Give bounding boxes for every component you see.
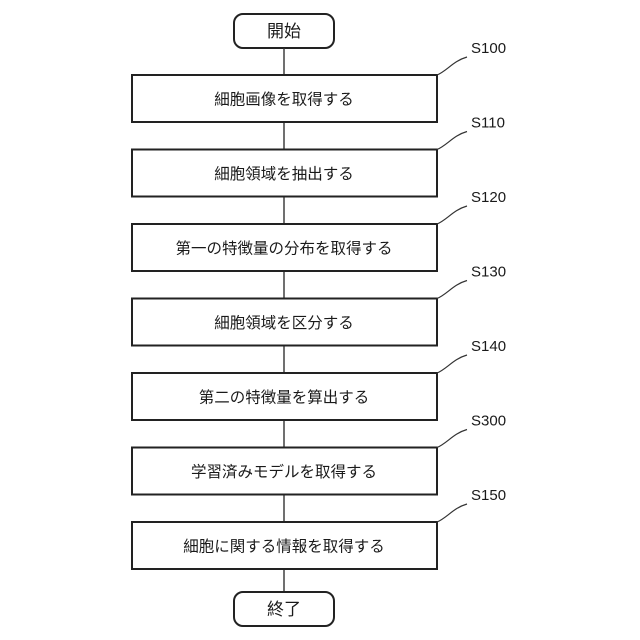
process-step-s100: 細胞画像を取得する S100: [132, 40, 506, 122]
process-step-text: 細胞領域を区分する: [214, 314, 354, 332]
step-leader-line: [437, 281, 467, 299]
process-step-s150: 細胞に関する情報を取得する S150: [132, 487, 506, 569]
step-leader-line: [437, 504, 467, 522]
start-terminal-label: 開始: [267, 22, 301, 42]
step-id-label: S150: [471, 487, 506, 504]
step-id-label: S100: [471, 40, 506, 57]
process-step-s120: 第一の特徴量の分布を取得する S120: [132, 189, 506, 271]
process-step-text: 細胞領域を抽出する: [214, 165, 354, 183]
process-steps: 細胞画像を取得する S100 細胞領域を抽出する S110 第一の特徴量の分布を取得する…: [132, 40, 506, 569]
process-step-text: 細胞に関する情報を取得する: [183, 538, 385, 556]
step-leader-line: [437, 430, 467, 448]
process-step-s110: 細胞領域を抽出する S110: [132, 115, 505, 197]
process-step-text: 学習済みモデルを取得する: [191, 462, 377, 481]
start-terminal: 開始: [234, 14, 334, 48]
end-terminal-label: 終了: [267, 600, 301, 620]
process-step-s140: 第二の特徴量を算出する S140: [132, 338, 506, 420]
process-step-text: 細胞画像を取得する: [214, 91, 354, 109]
step-leader-line: [437, 206, 467, 224]
step-id-label: S140: [471, 338, 506, 355]
process-step-s130: 細胞領域を区分する S130: [132, 264, 506, 346]
process-step-s300: 学習済みモデルを取得する S300: [132, 413, 506, 495]
process-step-text: 第二の特徴量を算出する: [199, 388, 370, 407]
step-id-label: S130: [471, 264, 506, 281]
step-id-label: S120: [471, 189, 506, 206]
step-leader-line: [437, 57, 467, 75]
step-leader-line: [437, 355, 467, 373]
end-terminal: 終了: [234, 592, 334, 626]
process-step-text: 第一の特徴量の分布を取得する: [175, 240, 392, 258]
step-id-label: S300: [471, 413, 506, 430]
step-leader-line: [437, 132, 467, 150]
step-id-label: S110: [471, 115, 505, 132]
